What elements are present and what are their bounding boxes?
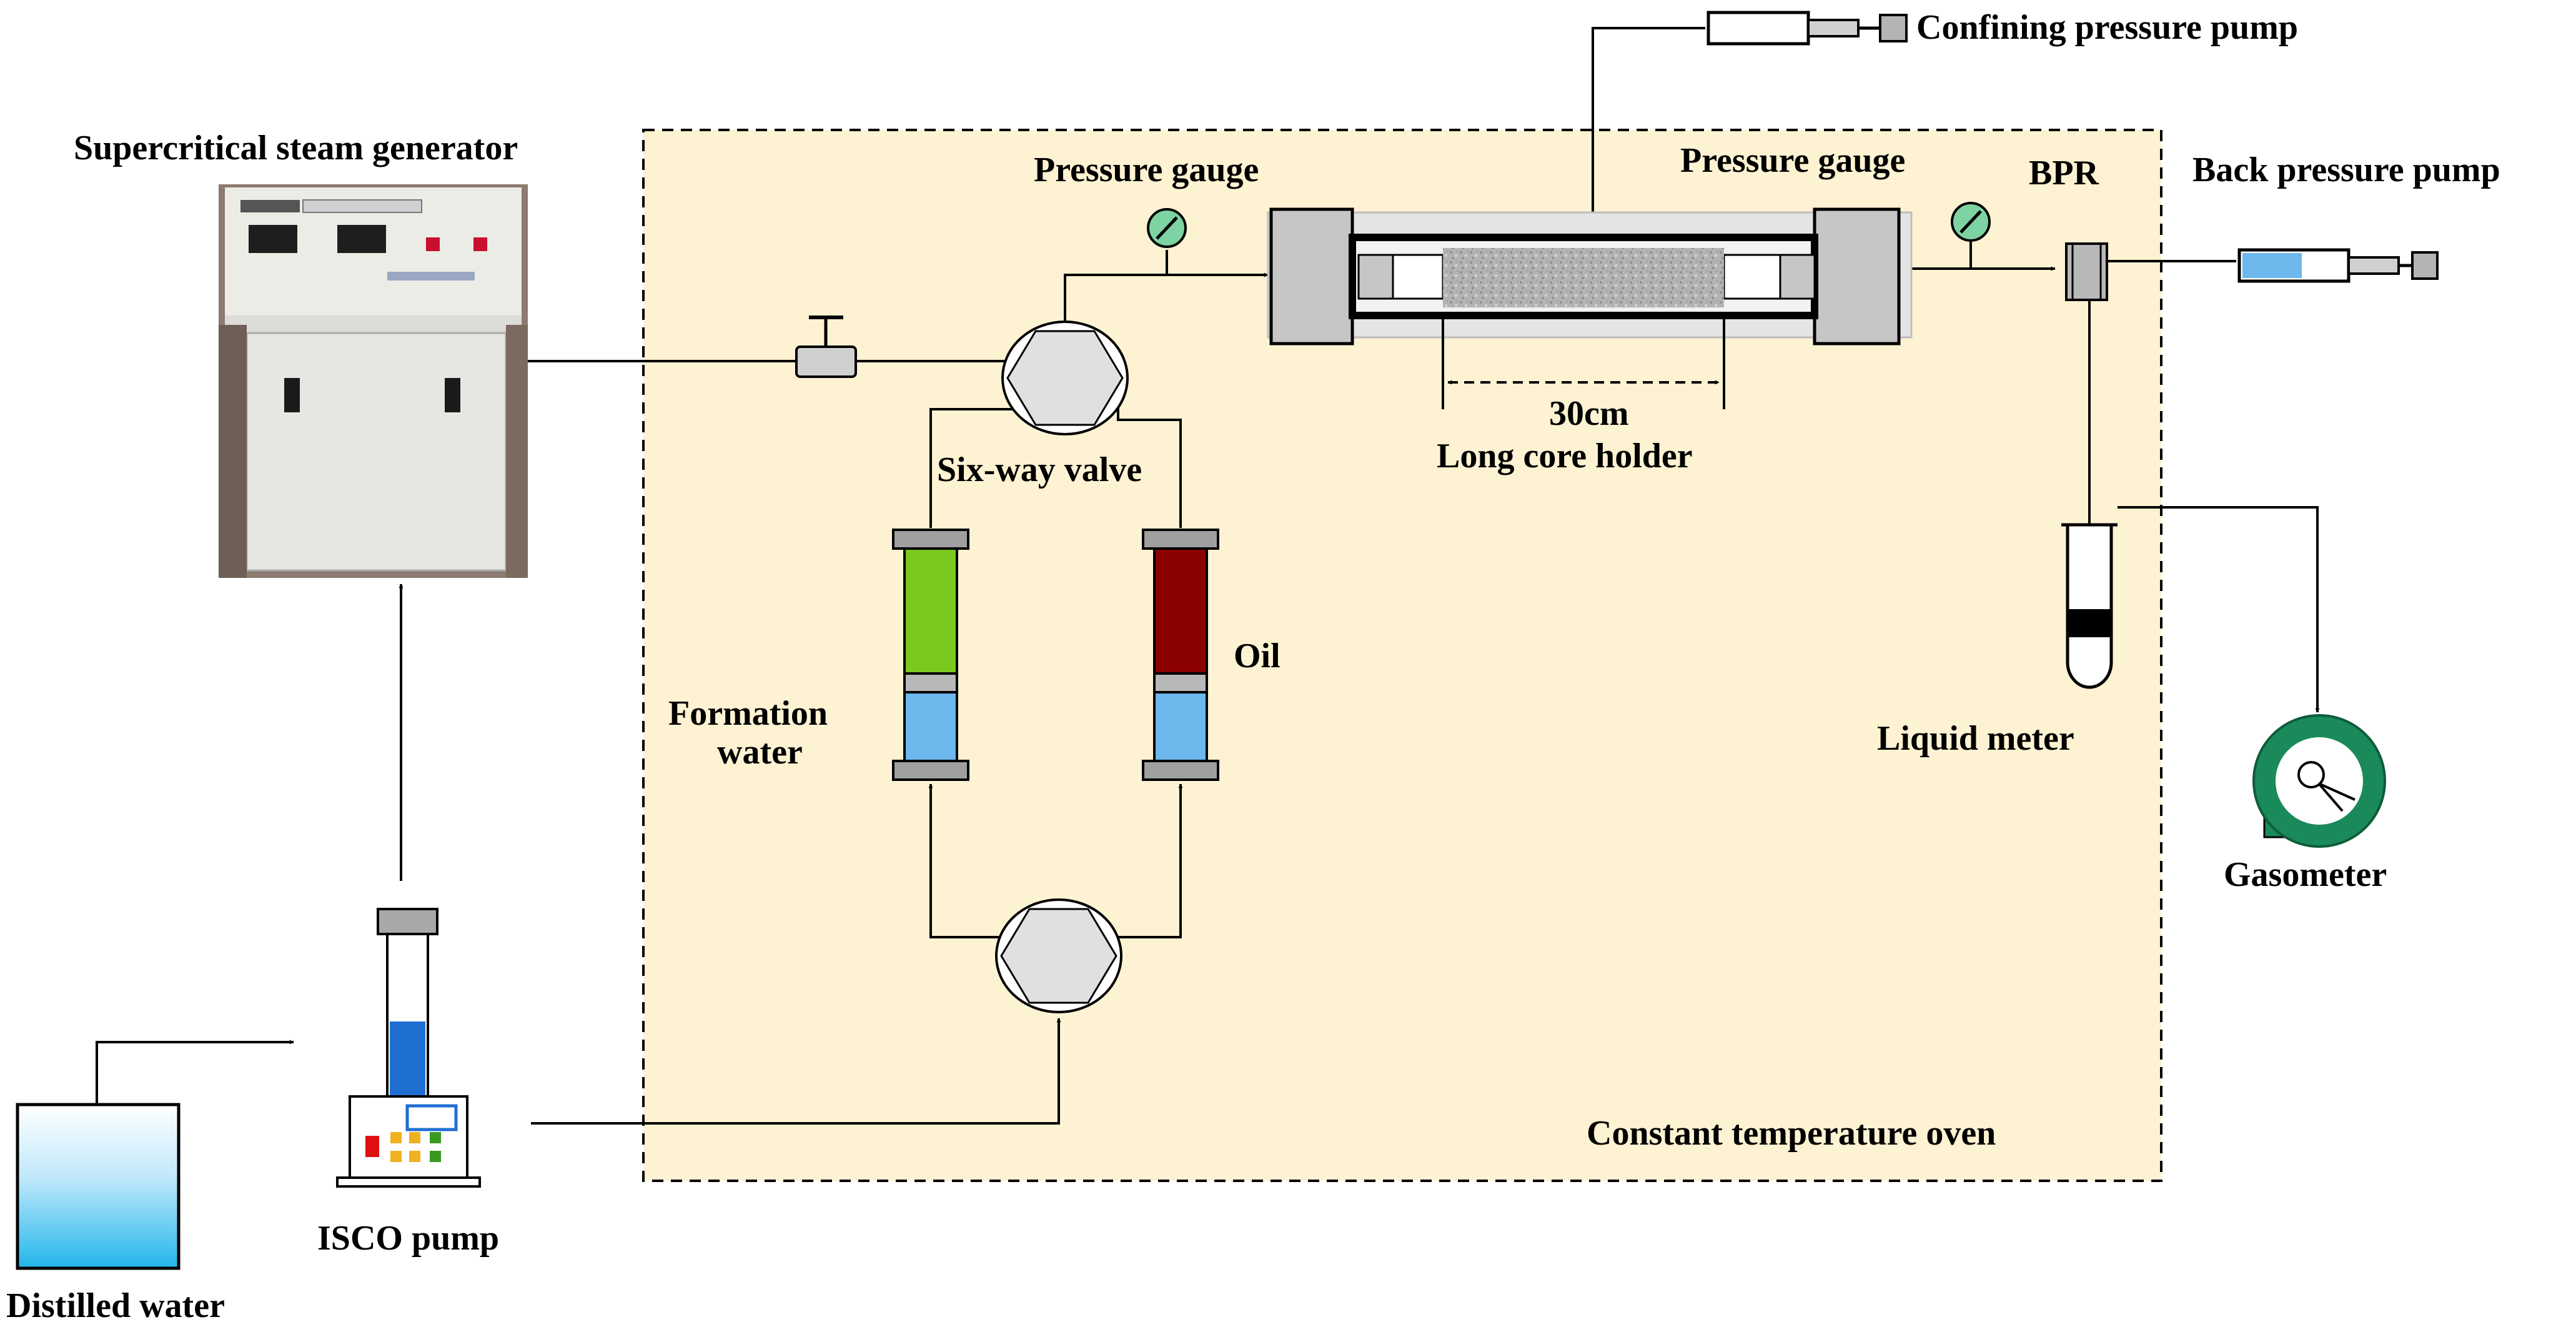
label-steam-generator: Supercritical steam generator [74, 129, 518, 167]
pipe-sixway-to-core [1064, 272, 1269, 325]
label-pressure-gauge-left: Pressure gauge [1034, 151, 1259, 189]
pipe-lower-valve-to-oil [1118, 783, 1183, 938]
liquid-meter [2061, 523, 2118, 689]
pipe-isco-to-lower-valve [531, 1018, 1061, 1125]
label-distilled-water: Distilled water [6, 1286, 225, 1325]
label-gasometer: Gasometer [2224, 855, 2387, 894]
isco-pump [336, 908, 481, 1188]
supercritical-steam-generator [219, 184, 528, 578]
label-six-way-valve: Six-way valve [937, 450, 1142, 489]
label-isco-pump: ISCO pump [317, 1219, 499, 1258]
bpr-valve [2065, 242, 2108, 301]
pressure-gauge-right-icon [1951, 202, 1991, 242]
formation-water-cylinder [892, 529, 969, 781]
pressure-gauge-left-icon [1147, 208, 1187, 248]
long-core-holder [1267, 207, 1913, 345]
confining-pressure-pump [1707, 11, 1908, 46]
pipe-lower-valve-to-formation [928, 783, 999, 938]
gasometer [2252, 714, 2386, 848]
label-bpr: BPR [2029, 154, 2099, 192]
label-core-length: 30cm [1549, 394, 1629, 433]
distilled-water-tank [16, 1103, 181, 1270]
label-back-pressure-pump: Back pressure pump [2192, 151, 2500, 189]
t-valve [795, 316, 857, 378]
back-pressure-pump [2237, 248, 2439, 283]
label-formation-water-1: Formation [668, 694, 828, 733]
lower-six-way-valve [995, 898, 1122, 1013]
label-liquid-meter: Liquid meter [1877, 719, 2074, 758]
pipe-confining-to-core [1590, 27, 1705, 216]
oil-cylinder [1142, 529, 1219, 781]
label-formation-water-2: water [717, 733, 803, 772]
six-way-valve [1001, 321, 1129, 435]
label-oil: Oil [1234, 637, 1281, 675]
pipe-meter-to-gasometer [2118, 506, 2320, 713]
label-pressure-gauge-right: Pressure gauge [1680, 141, 1905, 180]
label-confining-pump: Confining pressure pump [1916, 8, 2298, 47]
pipe-oil-to-sixway [1116, 402, 1182, 528]
label-core-holder: Long core holder [1437, 437, 1693, 475]
core-sample [1443, 248, 1724, 307]
label-oven: Constant temperature oven [1587, 1114, 1996, 1153]
